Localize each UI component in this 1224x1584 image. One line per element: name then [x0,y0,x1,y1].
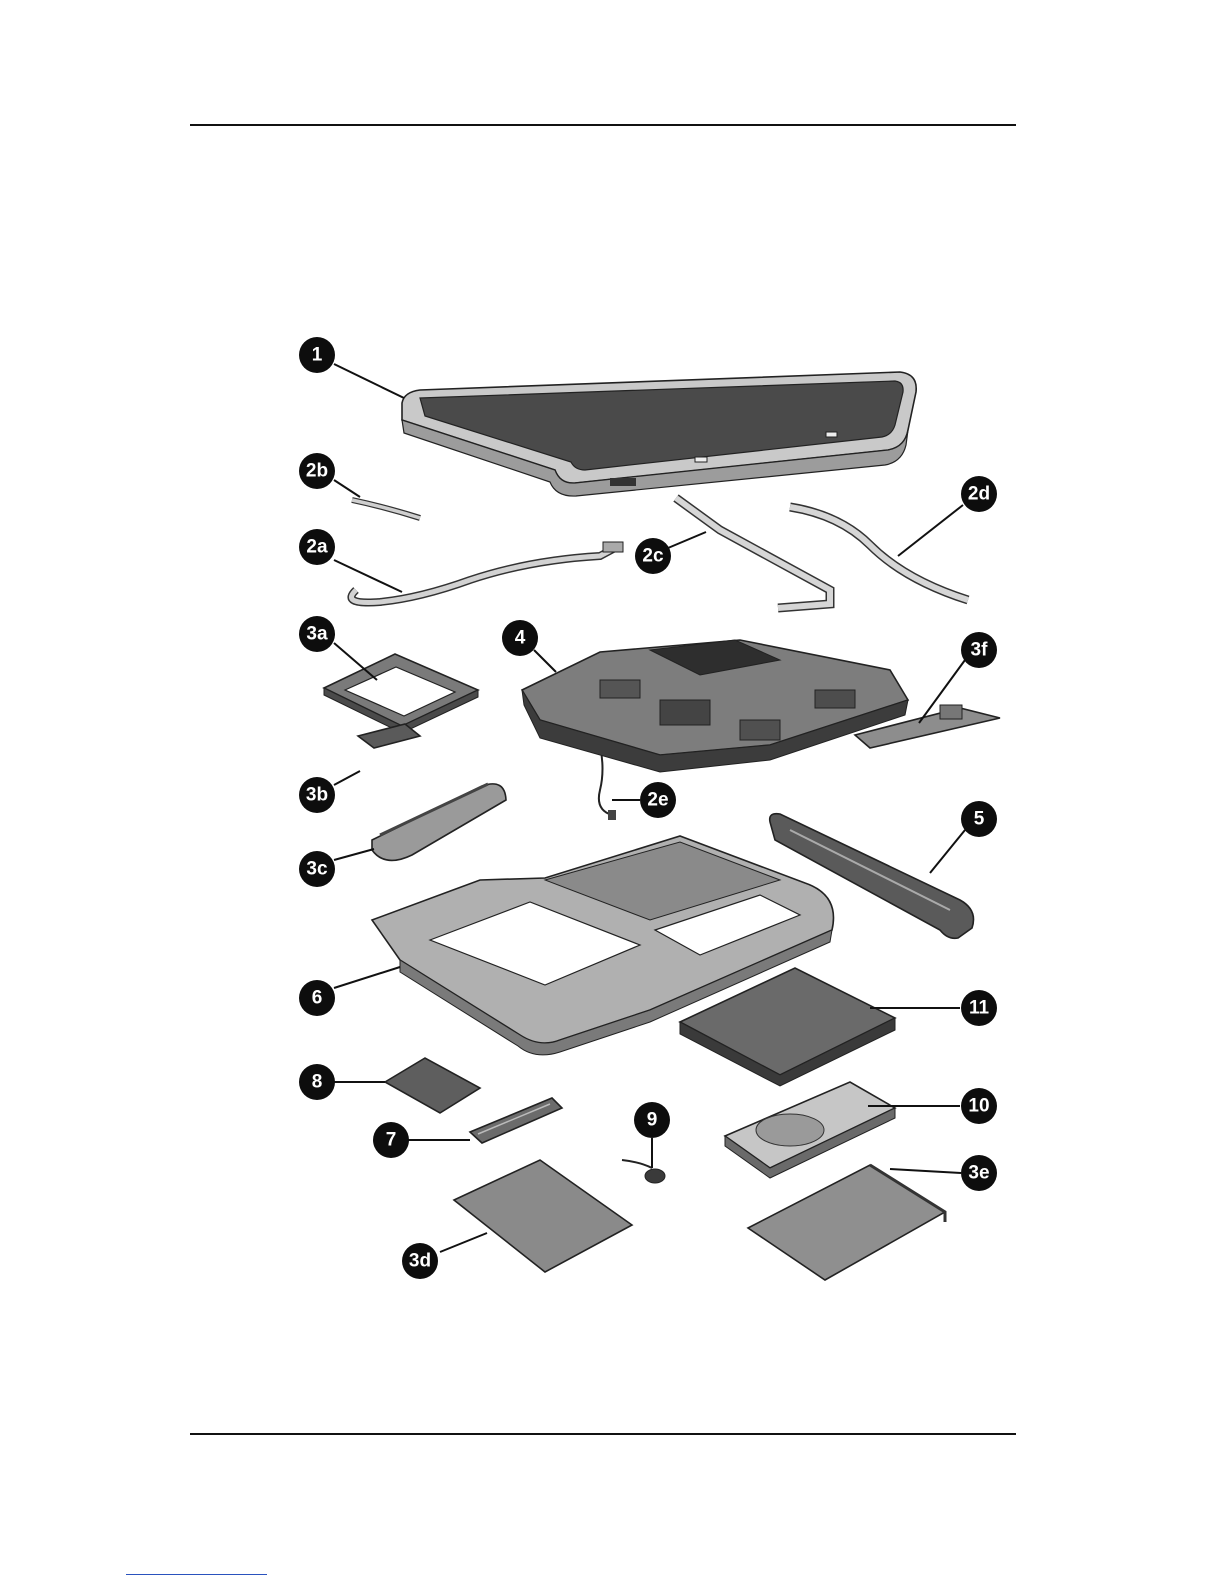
callout-2b: 2b [299,453,335,489]
system-board [522,640,908,772]
component-3b [358,724,420,748]
callout-2a: 2a [299,529,335,565]
svg-text:3c: 3c [306,859,328,880]
footer-link-underline[interactable] [126,1574,267,1575]
callout-5: 5 [961,801,997,837]
callout-4: 4 [502,620,538,656]
callout-10: 10 [961,1088,997,1124]
svg-text:3e: 3e [968,1163,989,1184]
callout-1: 1 [299,337,335,373]
svg-text:3d: 3d [409,1251,431,1272]
svg-text:3a: 3a [306,624,328,645]
hard-drive [725,1082,895,1178]
svg-text:8: 8 [312,1072,323,1093]
display-assembly [402,372,916,496]
callout-9: 9 [634,1102,670,1138]
svg-text:7: 7 [386,1130,397,1151]
svg-text:10: 10 [968,1096,989,1117]
callout-2e: 2e [640,782,676,818]
memory-module [470,1098,562,1143]
callout-3a: 3a [299,616,335,652]
svg-text:4: 4 [515,628,526,649]
cable-2b [352,500,420,518]
hinge-cover-3c [372,784,506,861]
bracket-3a [324,654,478,733]
cable-2a [351,542,623,603]
svg-text:9: 9 [647,1110,658,1131]
svg-text:1: 1 [312,345,323,366]
cover-3d [454,1160,632,1272]
callout-2d: 2d [961,476,997,512]
svg-text:6: 6 [312,988,323,1009]
callout-3f: 3f [961,632,997,668]
cover-3e [748,1165,945,1280]
callout-3e: 3e [961,1155,997,1191]
callout-11: 11 [961,990,997,1026]
callout-2c: 2c [635,538,671,574]
svg-text:11: 11 [969,998,990,1019]
callout-7: 7 [373,1122,409,1158]
svg-text:2a: 2a [306,537,328,558]
callout-3b: 3b [299,777,335,813]
callout-8: 8 [299,1064,335,1100]
svg-text:3f: 3f [971,640,989,661]
callout-3d: 3d [402,1243,438,1279]
svg-text:2d: 2d [968,484,990,505]
svg-text:2e: 2e [647,790,668,811]
callout-6: 6 [299,980,335,1016]
svg-text:2c: 2c [642,546,664,567]
svg-text:5: 5 [974,809,985,830]
svg-text:2b: 2b [306,461,328,482]
mini-pci-card [385,1058,480,1113]
callout-3c: 3c [299,851,335,887]
svg-text:3b: 3b [306,785,328,806]
component-9 [622,1160,665,1183]
